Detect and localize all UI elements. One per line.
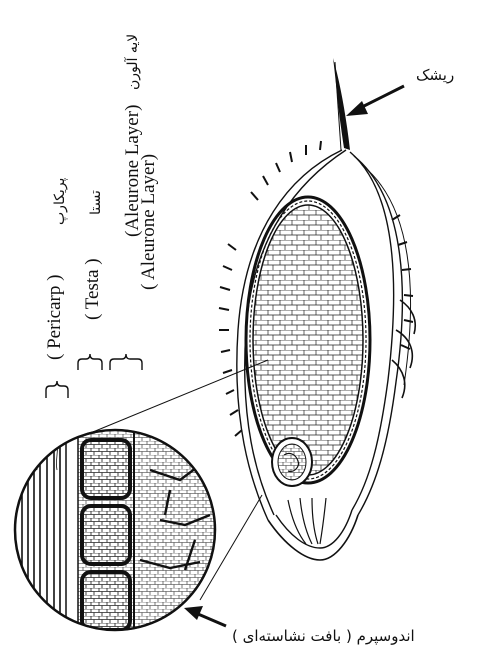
pericarp-label-en: ( Pericarp ) <box>44 275 66 360</box>
magnified-section <box>15 430 215 630</box>
awn-arrow <box>346 86 404 116</box>
endosperm-arrow <box>184 606 226 626</box>
testa-label-fa: تستا <box>88 190 104 215</box>
testa-label-en: ( Testa ) <box>82 258 104 320</box>
embryo <box>272 438 312 486</box>
awn-label: ریشک <box>416 66 454 84</box>
aleurone-label-en-wrapped: ( Aleurone Layer) <box>138 154 160 290</box>
layer-braces <box>46 354 142 398</box>
aleurone-label-fa: لایه آلورن <box>125 34 141 90</box>
endosperm-label: اندوسپرم ( بافت نشاسته‌ای ) <box>232 627 415 645</box>
pericarp-label-fa: پریکارپ <box>52 178 68 225</box>
awn <box>333 58 350 150</box>
